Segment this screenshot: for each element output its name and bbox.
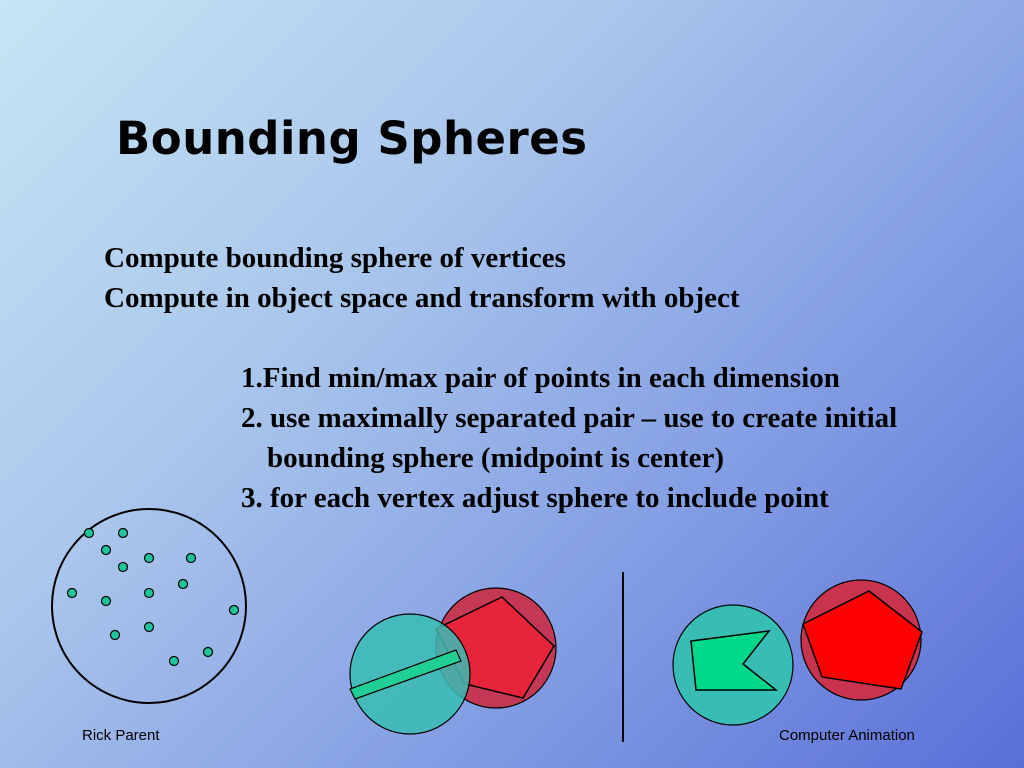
steps-list: 1.Find min/max pair of points in each di… xyxy=(241,358,897,518)
intro-line: Compute in object space and transform wi… xyxy=(104,282,740,314)
vertex-dot xyxy=(168,655,180,667)
vertex-dot xyxy=(202,646,214,658)
vertex-dot xyxy=(109,629,121,641)
vertex-dot xyxy=(117,561,129,573)
bounding-circle xyxy=(51,508,247,704)
step-line: bounding sphere (midpoint is center) xyxy=(267,442,725,474)
overlapping-spheres-diagram xyxy=(349,587,557,735)
red-pentagon xyxy=(802,590,923,690)
vertex-dot xyxy=(100,544,112,556)
green-bar xyxy=(349,649,462,700)
vertex-sphere-diagram xyxy=(51,508,247,704)
slide-title: Bounding Spheres xyxy=(116,112,588,165)
footer-course: Computer Animation xyxy=(779,727,915,744)
green-flag-shape xyxy=(690,630,779,691)
separated-spheres-diagram xyxy=(672,579,923,726)
vertex-dot xyxy=(100,595,112,607)
vertex-dot xyxy=(185,552,197,564)
step-line: 2. use maximally separated pair – use to… xyxy=(241,402,898,434)
vertex-dot xyxy=(117,527,129,539)
step-line: 3. for each vertex adjust sphere to incl… xyxy=(241,482,829,514)
intro-line: Compute bounding sphere of vertices xyxy=(104,242,566,274)
vertex-dot xyxy=(66,587,78,599)
vertex-dot xyxy=(177,578,189,590)
vertex-dot xyxy=(228,604,240,616)
vertex-dot xyxy=(143,621,155,633)
intro-text: Compute bounding sphere of vertices Comp… xyxy=(104,238,740,318)
step-line: 1.Find min/max pair of points in each di… xyxy=(241,362,840,394)
footer-author: Rick Parent xyxy=(82,727,160,744)
vertex-dot xyxy=(143,552,155,564)
vertex-dot xyxy=(83,527,95,539)
vertex-dot xyxy=(143,587,155,599)
